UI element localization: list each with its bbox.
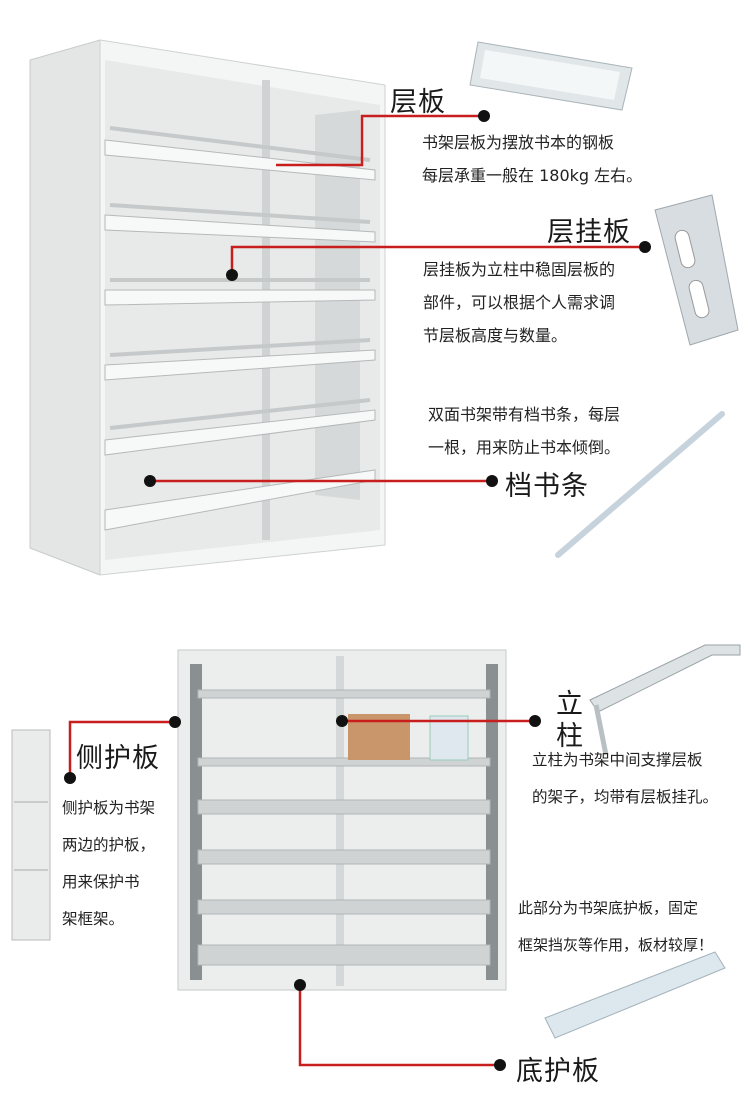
desc-line: 一根，用来防止书本倾倒。 [428,438,621,457]
desc-line: 双面书架带有档书条，每层 [428,405,621,424]
shelf-board-title: 层板 [390,87,446,118]
shelf-board-description: 书架层板为摆放书本的钢板 每层承重一般在 180kg 左右。 [422,126,642,192]
side-panel-description: 侧护板为书架 两边的护板， 用来保护书 架框架。 [62,790,155,938]
desc-line: 两边的护板， [62,836,156,854]
desc-line: 每层承重一般在 180kg 左右。 [422,166,643,185]
desc-line: 立柱为书架中间支撑层板 [532,751,703,769]
desc-line: 节层板高度与数量。 [423,326,568,345]
desc-line: 架框架。 [62,910,125,928]
desc-line: 层挂板为立柱中稳固层板的 [423,260,616,279]
bottom-panel-description: 此部分为书架底护板，固定 框架挡灰等作用，板材较厚！ [518,890,713,964]
desc-line: 部件，可以根据个人需求调 [423,293,616,312]
upright-title-bottom: 柱 [556,721,584,752]
desc-line: 框架挡灰等作用，板材较厚！ [518,936,714,954]
upright-title-top: 立 [556,689,584,720]
upright-description: 立柱为书架中间支撑层板 的架子，均带有层板挂孔。 [532,742,718,816]
desc-line: 的架子，均带有层板挂孔。 [532,788,719,806]
book-stop-title: 档书条 [505,471,589,502]
hanging-plate-description: 层挂板为立柱中稳固层板的 部件，可以根据个人需求调 节层板高度与数量。 [423,253,615,352]
side-panel-title: 侧护板 [76,743,160,774]
hanging-plate-title: 层挂板 [547,217,631,248]
bottom-panel-title: 底护板 [516,1056,600,1087]
desc-line: 书架层板为摆放书本的钢板 [422,133,615,152]
desc-line: 侧护板为书架 [62,799,156,817]
desc-line: 用来保护书 [62,873,140,891]
book-stop-description: 双面书架带有档书条，每层 一根，用来防止书本倾倒。 [428,398,620,464]
desc-line: 此部分为书架底护板，固定 [518,899,699,917]
